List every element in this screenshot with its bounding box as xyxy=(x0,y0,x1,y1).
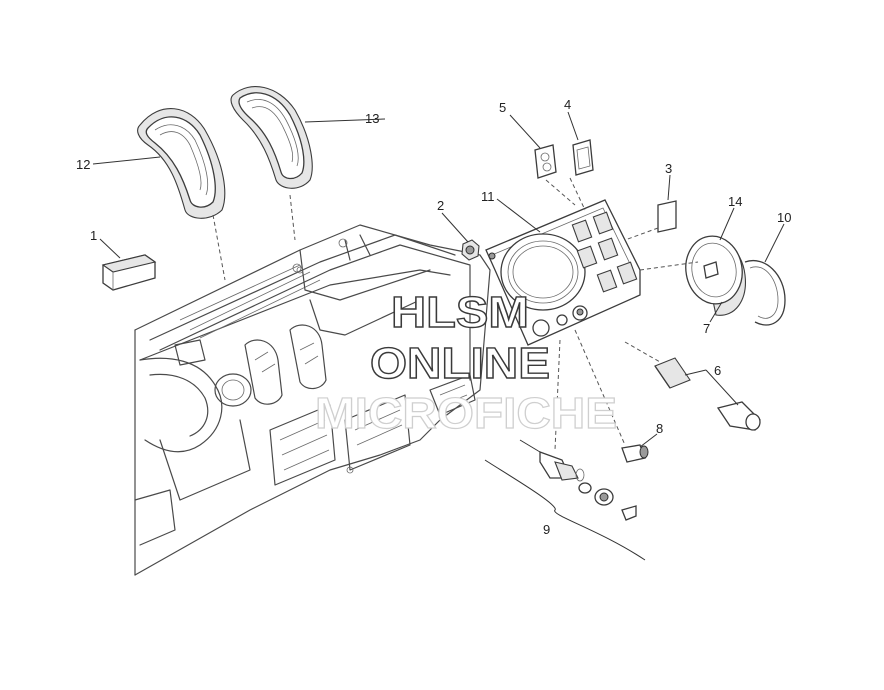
grab-handle-left xyxy=(137,108,226,219)
callout-8: 8 xyxy=(656,421,663,436)
callout-4: 4 xyxy=(564,97,571,112)
callouts: 12 13 1 2 11 5 4 3 14 10 7 6 8 9 xyxy=(76,97,791,537)
callout-5: 5 xyxy=(499,100,506,115)
dashboard-body xyxy=(134,224,491,576)
leader-lines xyxy=(92,111,785,561)
callout-10: 10 xyxy=(777,210,791,225)
indicator-lamp xyxy=(621,444,649,463)
watermark-line-2: ONLINE xyxy=(370,339,550,388)
switch-assembly xyxy=(519,439,637,521)
rocker-switch-5 xyxy=(534,144,557,179)
callout-3: 3 xyxy=(665,161,672,176)
watermark: HLSM ONLINE MICROFICHE xyxy=(314,287,617,438)
hex-nut xyxy=(461,239,480,261)
gauge-bezel xyxy=(744,259,786,326)
label-plate xyxy=(657,200,677,233)
callout-12: 12 xyxy=(76,157,90,172)
watermark-line-3: MICROFICHE xyxy=(315,389,617,438)
grab-handle-right xyxy=(230,86,313,189)
instrument-panel xyxy=(485,199,641,346)
callout-7: 7 xyxy=(703,321,710,336)
callout-6: 6 xyxy=(714,363,721,378)
switch-block xyxy=(101,254,157,291)
power-socket xyxy=(654,357,761,431)
callout-2: 2 xyxy=(437,198,444,213)
gauge xyxy=(685,235,746,316)
rocker-switch-4 xyxy=(572,139,594,176)
watermark-line-1: HLSM xyxy=(391,288,529,337)
callout-1: 1 xyxy=(90,228,97,243)
callout-14: 14 xyxy=(728,194,742,209)
callout-13: 13 xyxy=(365,111,379,126)
callout-9: 9 xyxy=(543,522,550,537)
callout-11: 11 xyxy=(481,189,495,204)
